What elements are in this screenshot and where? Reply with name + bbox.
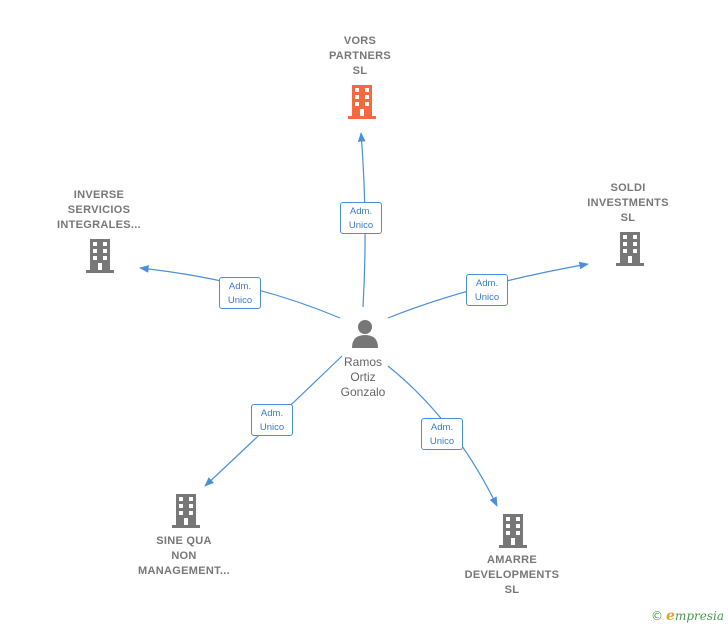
node-label-line: DEVELOPMENTS: [464, 569, 560, 581]
person-name-line: Ramos: [343, 355, 382, 369]
edge-label-line: Adm.: [228, 281, 252, 292]
node-label-line: SINE QUA: [156, 535, 212, 547]
person-name-line: Ortiz: [350, 370, 376, 384]
node-label-line: INVERSE: [73, 189, 125, 201]
edge-label-vors: Adm. Unico: [340, 202, 382, 234]
edge-label-line: Unico: [227, 295, 253, 306]
node-label-amarre[interactable]: AMARRE DEVELOPMENTS SL: [452, 553, 572, 598]
node-label-soldi[interactable]: SOLDI INVESTMENTS SL: [568, 181, 688, 226]
copyright-symbol: ©: [651, 609, 664, 623]
node-label-line: SL: [504, 584, 520, 596]
brand-name: mpresia: [674, 609, 724, 623]
edge-label-inverse: Adm. Unico: [219, 277, 261, 309]
edge-label-line: Adm.: [475, 278, 499, 289]
node-label-line: SL: [352, 65, 368, 77]
building-icon[interactable]: [497, 514, 529, 548]
edge-label-line: Unico: [429, 436, 455, 447]
node-label-line: INVESTMENTS: [587, 197, 669, 209]
node-label-line: AMARRE: [486, 554, 538, 566]
node-label-line: SL: [620, 212, 636, 224]
building-icon[interactable]: [614, 232, 646, 266]
building-icon[interactable]: [84, 239, 116, 273]
node-label-inverse[interactable]: INVERSE SERVICIOS INTEGRALES...: [39, 188, 159, 233]
building-icon[interactable]: [170, 494, 202, 528]
edge-label-line: Adm.: [349, 206, 373, 217]
edge-label-line: Unico: [259, 422, 285, 433]
node-label-line: NON: [171, 550, 197, 562]
brand-initial: e: [666, 608, 675, 624]
building-icon[interactable]: [346, 85, 378, 119]
edge-label-amarre: Adm. Unico: [421, 418, 463, 450]
person-name-line: Gonzalo: [340, 385, 386, 399]
center-person-label[interactable]: Ramos Ortiz Gonzalo: [313, 355, 413, 400]
brand-footer[interactable]: ©empresia: [651, 608, 724, 624]
node-label-vors[interactable]: VORS PARTNERS SL: [300, 34, 420, 79]
node-label-sine[interactable]: SINE QUA NON MANAGEMENT...: [124, 534, 244, 579]
node-label-line: PARTNERS: [328, 50, 392, 62]
node-label-line: SERVICIOS: [67, 204, 131, 216]
edge-label-line: Adm.: [260, 408, 284, 419]
edge-label-line: Unico: [348, 220, 374, 231]
node-label-line: INTEGRALES...: [57, 219, 141, 231]
node-label-line: SOLDI: [610, 182, 646, 194]
person-icon[interactable]: [350, 318, 380, 348]
edge-label-line: Unico: [474, 292, 500, 303]
edge-label-soldi: Adm. Unico: [466, 274, 508, 306]
edge-label-line: Adm.: [430, 422, 454, 433]
edge-label-sine: Adm. Unico: [251, 404, 293, 436]
node-label-line: VORS: [343, 35, 377, 47]
node-label-line: MANAGEMENT...: [138, 565, 230, 577]
